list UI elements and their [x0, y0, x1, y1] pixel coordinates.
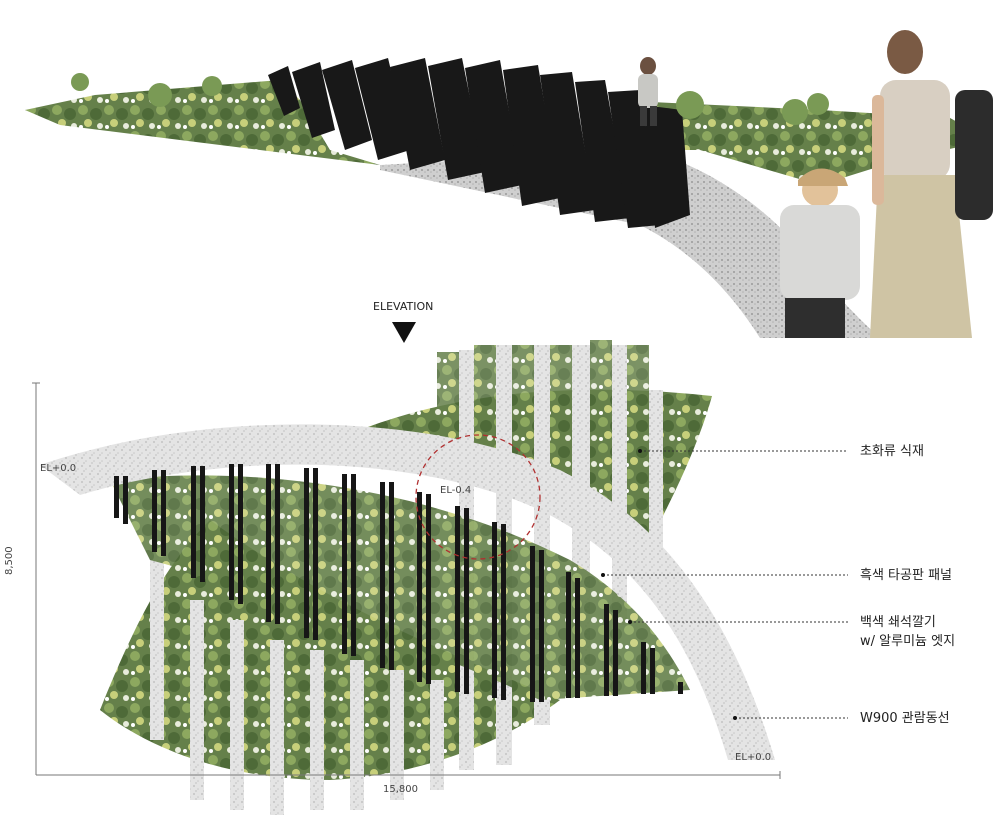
panel-slabs: [268, 58, 690, 228]
plan-diagram: [40, 340, 775, 815]
annotation-planting: 초화류 식재: [860, 444, 924, 459]
perspective-illustration: [25, 30, 993, 338]
planting-area-lower: [100, 520, 560, 780]
figure-woman: [870, 30, 993, 338]
gravel-path: [380, 150, 880, 338]
elevation-label: ELEVATION: [373, 300, 434, 313]
leader-dots: [601, 449, 737, 720]
leader-lines: [603, 450, 848, 719]
annotation-white-gravel: 백색 쇄석깔기: [860, 615, 936, 630]
dimension-width: 15,800: [383, 784, 418, 795]
figure-child-walking: [638, 57, 658, 126]
planting-band-center: [110, 475, 690, 700]
dimension-height: 8,500: [4, 546, 15, 575]
level-right: EL+0.0: [735, 752, 772, 763]
perforated-panels: [114, 464, 683, 702]
annotation-aluminum-edge: w/ 알루미늄 엣지: [860, 634, 956, 649]
level-center: EL-0.4: [440, 485, 472, 496]
planting-stripes-top: [437, 340, 649, 415]
level-left: EL+0.0: [40, 463, 77, 474]
lowered-area-circle: [415, 434, 541, 560]
annotation-viewing-path: W900 관람동선: [860, 711, 950, 726]
viewing-path-arc: [40, 424, 775, 760]
shrubs: [71, 73, 829, 125]
annotation-perforated-panel: 흑색 타공판 패널: [860, 568, 952, 583]
elevation-marker-icon: [392, 322, 416, 343]
dimension-lines: [32, 382, 781, 779]
figure-boy: [780, 168, 860, 338]
